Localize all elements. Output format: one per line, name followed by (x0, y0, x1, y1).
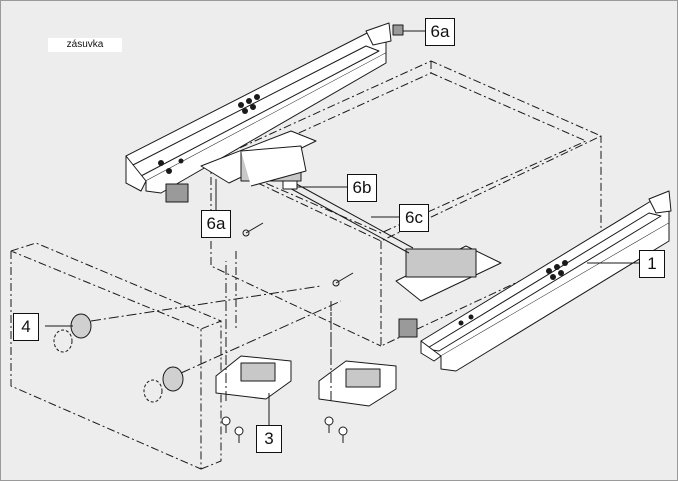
label-4: 4 (13, 313, 39, 341)
leader-lines (45, 30, 639, 425)
dowel-upper (53, 313, 92, 353)
fixing-screws (221, 416, 348, 443)
label-6c: 6c (399, 204, 429, 232)
runner-right-holes (458, 260, 568, 326)
label-6a-top: 6a (425, 18, 455, 46)
label-1: 1 (639, 250, 665, 278)
label-3: 3 (256, 425, 282, 453)
locking-plate-left (200, 130, 317, 187)
assembly-guide-lines (90, 261, 342, 401)
stabiliser-rod (282, 180, 414, 254)
screw-left (242, 222, 264, 237)
drawer-box-outline (210, 60, 602, 347)
runner-right (420, 190, 672, 372)
clip-right (398, 318, 418, 338)
drawer-caption: zásuvka (48, 38, 122, 52)
label-6a-left: 6a (201, 210, 231, 238)
label-6b: 6b (347, 174, 377, 202)
drawer-front-panel (10, 242, 332, 470)
locking-device-right (318, 360, 397, 407)
dowel-lower (143, 366, 184, 403)
clip-top-right (392, 24, 404, 36)
locking-plate-right (395, 245, 502, 302)
locking-device-left (215, 355, 292, 400)
clip-left (165, 183, 189, 203)
screw-right (332, 272, 354, 287)
runner-left-holes (158, 94, 260, 174)
